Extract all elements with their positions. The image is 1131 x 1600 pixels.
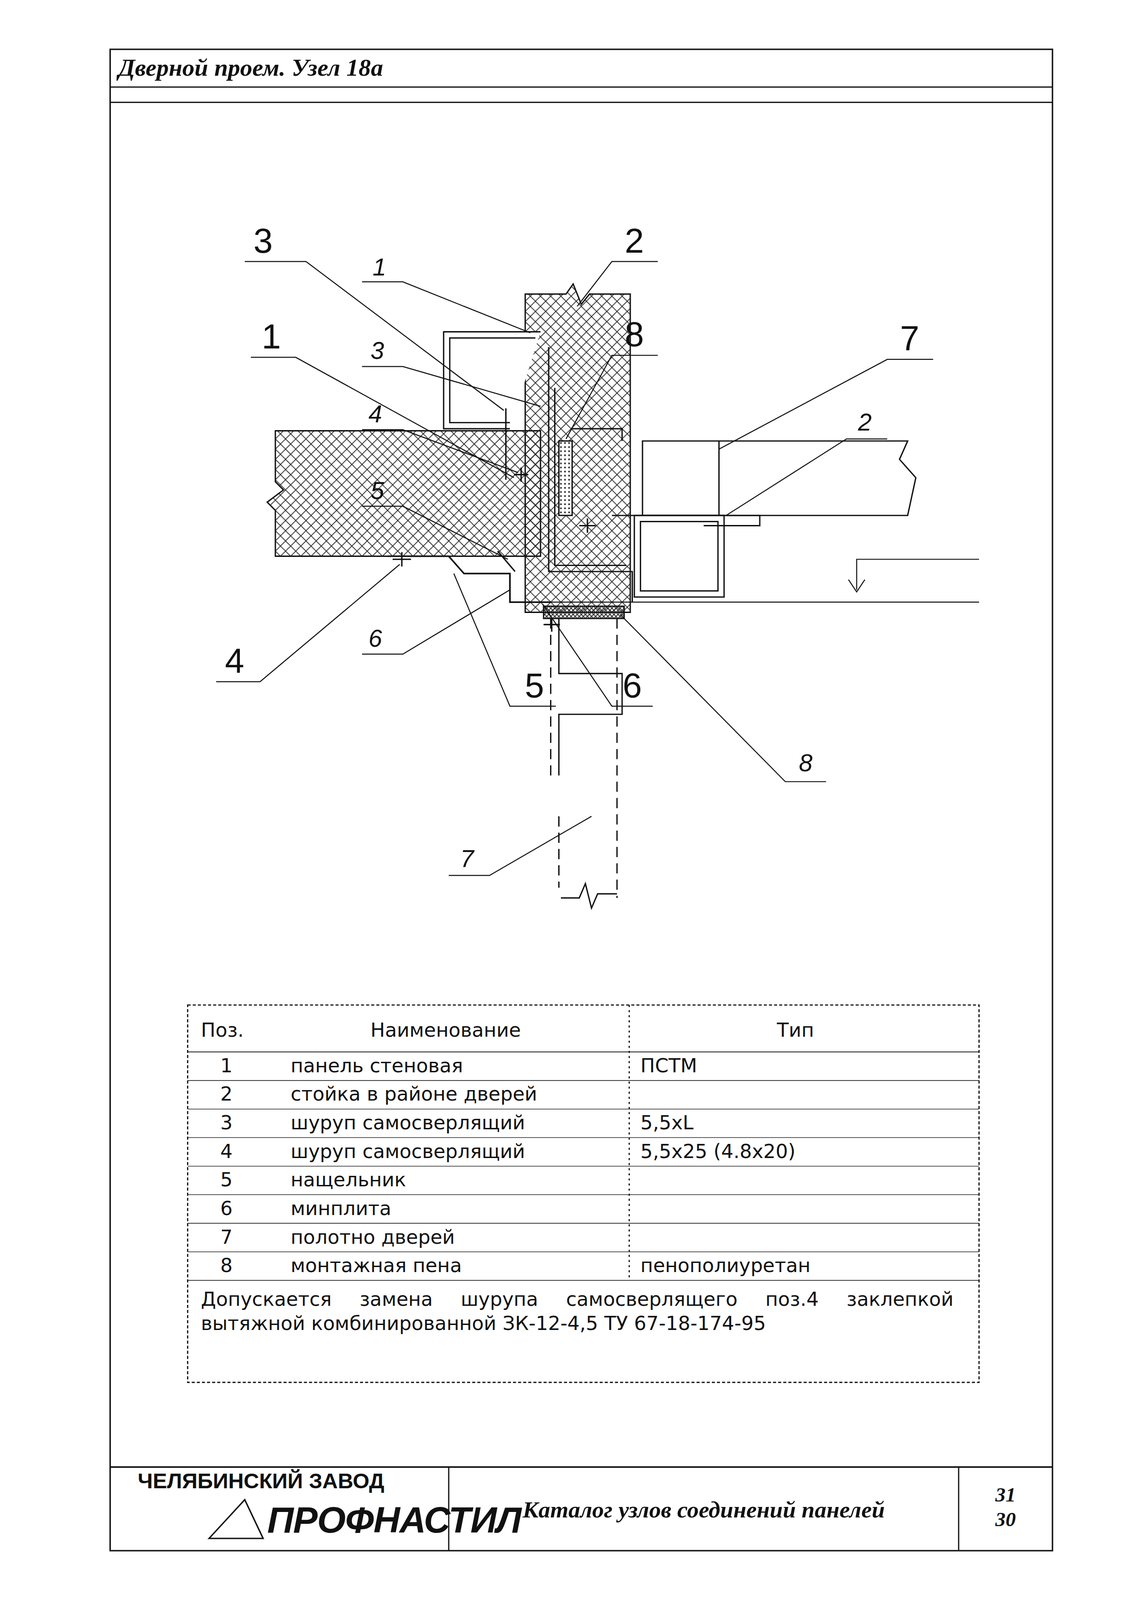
- table-cell: пенополиуретан: [640, 1255, 811, 1277]
- callout-number: 4: [224, 641, 244, 680]
- table-cell: 8: [220, 1255, 233, 1277]
- callout-number: 5: [370, 477, 384, 504]
- callout-number: 8: [798, 749, 813, 777]
- table-cell: 6: [220, 1198, 233, 1220]
- table-cell: панель стеновая: [290, 1055, 463, 1077]
- table-note: Допускается замена шурупа самосверлящего…: [201, 1286, 954, 1336]
- callout-number: 6: [622, 666, 642, 705]
- table-cell: шуруп самосверлящий: [290, 1140, 525, 1163]
- callout-number: 8: [624, 315, 644, 354]
- table-header: Тип: [777, 1019, 815, 1041]
- table-cell: 7: [220, 1226, 233, 1248]
- table-cell: 4: [220, 1140, 233, 1163]
- callout-number: 2: [857, 408, 872, 436]
- table-cell: полотно дверей: [290, 1226, 455, 1248]
- callout-number: 5: [524, 666, 545, 705]
- callout-number: 2: [624, 221, 644, 260]
- callout-number: 1: [261, 317, 281, 356]
- callout-number: 6: [368, 624, 383, 652]
- callout-number: 7: [900, 319, 920, 358]
- table-cell: 3: [220, 1112, 233, 1134]
- table-cell: ПСТМ: [640, 1055, 697, 1077]
- table-cell: 1: [220, 1055, 233, 1077]
- table-header: Поз.: [201, 1019, 244, 1041]
- table-cell: нащельник: [290, 1169, 406, 1191]
- table-cell: 2: [220, 1083, 233, 1106]
- table-cell: 5,5x25 (4.8x20): [640, 1140, 796, 1163]
- sheet-title: Дверной проем. Узел 18а: [118, 54, 384, 82]
- callout-number: 3: [370, 337, 384, 365]
- callout-number: 4: [368, 400, 383, 428]
- table-cell: стойка в районе дверей: [290, 1083, 538, 1106]
- table-cell: 5,5xL: [640, 1112, 694, 1134]
- table-cell: шуруп самосверлящий: [290, 1112, 525, 1134]
- callout-number: 7: [460, 845, 474, 872]
- callout-number: 1: [372, 253, 387, 281]
- table-cell: минплита: [290, 1198, 392, 1220]
- callout-number: 3: [253, 221, 273, 260]
- table-cell: 5: [220, 1169, 233, 1191]
- company-name: ЧЕЛЯБИНСКИЙ ЗАВОД: [137, 1468, 385, 1493]
- table-header: Наименование: [370, 1019, 521, 1041]
- page-number: 31: [995, 1483, 1017, 1507]
- page-number: 30: [995, 1508, 1017, 1531]
- catalog-title: Каталог узлов соединений панелей: [522, 1496, 885, 1523]
- company-logo: ПРОФНАСТИЛ: [267, 1499, 522, 1541]
- table-cell: монтажная пена: [290, 1255, 462, 1277]
